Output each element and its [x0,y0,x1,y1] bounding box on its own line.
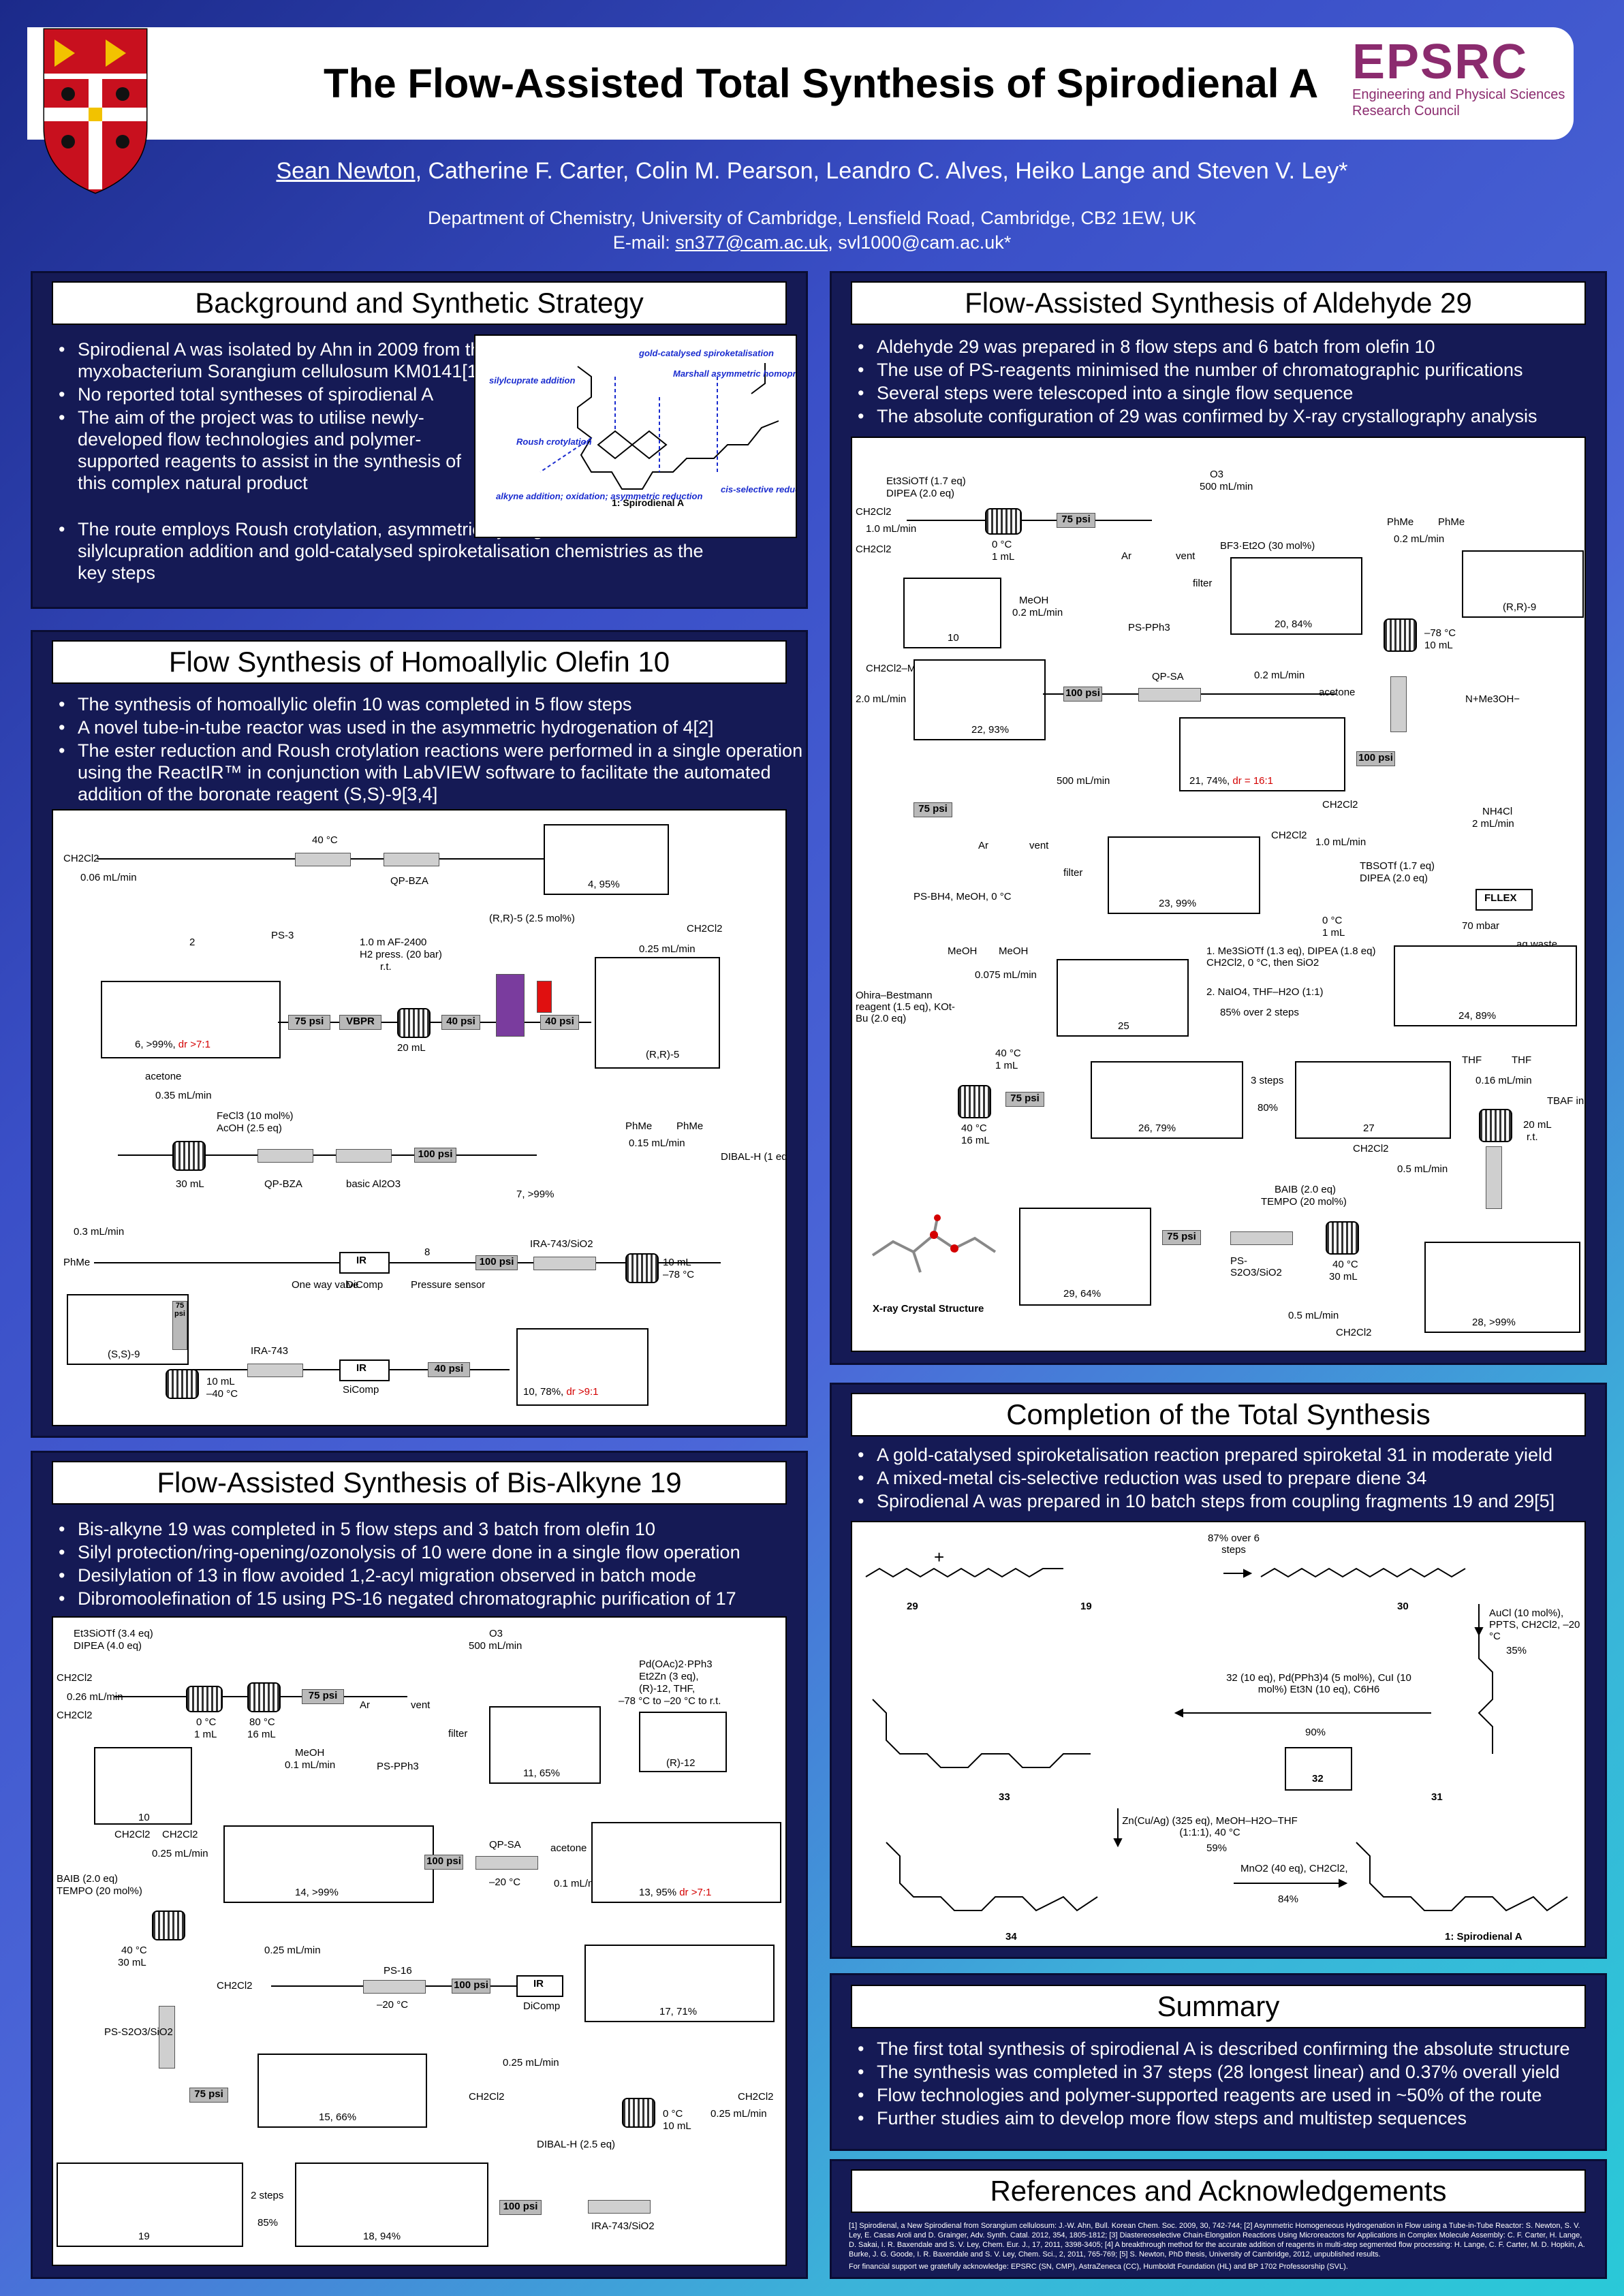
completion-structures-icon: + [865,1547,1568,1912]
vbpr: VBPR [339,1015,381,1030]
email-line: E-mail: sn377@cam.ac.uk, svl1000@cam.ac.… [612,232,1012,253]
summary-heading: Summary [851,1985,1586,2028]
aldehyde-panel: Flow-Assisted Synthesis of Aldehyde 29 A… [830,271,1607,1365]
compound-4-box [544,824,669,895]
compound-14-box [223,1825,434,1903]
compound-32-box [1285,1747,1352,1791]
compound-29-box [1019,1208,1151,1306]
tube-in-tube-reactor [496,974,525,1037]
compound-18-box [295,2163,488,2247]
compound-20-box [1230,557,1362,635]
email-2: , svl1000@cam.ac.uk* [828,232,1012,253]
r12-box [639,1712,727,1772]
svg-text:cis-selective reduction: cis-selective reduction [721,484,796,494]
aldehyde-flow-scheme: Et3SiOTf (1.7 eq) DIPEA (2.0 eq) O3 500 … [851,437,1586,1352]
svg-text:alkyne addition; oxidation; as: alkyne addition; oxidation; asymmetric r… [496,491,702,501]
solvent-label: CH2Cl2 [63,853,99,864]
compound-10-box [516,1328,649,1406]
compound-10-box-2 [903,578,1001,648]
coil-20ml [397,1008,431,1038]
compound-6-box [101,981,281,1058]
olefin-panel: Flow Synthesis of Homoallylic Olefin 10 … [31,630,808,1438]
compound-13-box [591,1822,781,1903]
olefin-bullets: The synthesis of homoallylic olefin 10 w… [53,693,807,806]
compound-26-box [1091,1061,1243,1139]
qp-bza-column [384,853,439,866]
xray-crystal-icon [871,1214,997,1273]
ir-dicomp [339,1252,390,1274]
summary-bullets: The first total synthesis of spirodienal… [852,2038,1606,2130]
compound-10-box [94,1747,192,1825]
poster-title: The Flow-Assisted Total Synthesis of Spi… [324,61,1319,106]
ir-sicomp [339,1359,390,1381]
background-heading: Background and Synthetic Strategy [52,281,787,325]
bpr-75psi: 75 psi [288,1015,330,1030]
compound-24-box [1394,945,1577,1026]
affiliation: Department of Chemistry, University of C… [0,206,1624,255]
svg-text:silylcuprate addition: silylcuprate addition [489,375,575,386]
summary-panel: Summary The first total synthesis of spi… [830,1973,1607,2151]
compound-19-box [57,2163,243,2247]
spirodienal-structure-icon: silylcuprate addition gold-catalysed spi… [489,348,796,508]
svg-text:gold-catalysed spiroketalisati: gold-catalysed spiroketalisation [638,348,774,358]
bisalkyne-bullets: Bis-alkyne 19 was completed in 5 flow st… [53,1518,807,1611]
xray-structure-box [866,1191,1016,1300]
completion-bullets: A gold-catalysed spiroketalisation react… [852,1444,1606,1513]
header-bar [27,27,1574,140]
compound-27-box [1295,1061,1451,1139]
spirodienal-retrosynthesis-scheme: silylcuprate addition gold-catalysed spi… [474,334,797,538]
aldehyde-bullets: Aldehyde 29 was prepared in 8 flow steps… [852,336,1606,428]
department: Department of Chemistry, University of C… [428,208,1196,228]
bisalkyne-flow-scheme: Et3SiOTf (3.4 eq) DIPEA (4.0 eq) O3 500 … [52,1616,787,2266]
compound-15-box [257,2054,427,2128]
olefin-flow-scheme: CH2Cl2 0.06 mL/min 40 °C QP-BZA PS-3 2 4… [52,809,787,1426]
h2-cylinder [537,981,552,1013]
coil-30ml [172,1141,206,1171]
bisalkyne-heading: Flow-Assisted Synthesis of Bis-Alkyne 19 [52,1461,787,1505]
ir-dicomp-2 [516,1975,563,1997]
email-link-1[interactable]: sn377@cam.ac.uk [675,232,828,253]
rr9-box [1462,550,1584,618]
compound-28-box [1424,1242,1580,1333]
acknowledgements: For financial support we gratefully ackn… [849,2263,1348,2271]
compound-17-box [584,1945,775,2022]
author-list: Sean Newton, Catherine F. Carter, Colin … [0,158,1624,185]
compound-25-box [1057,959,1189,1037]
olefin-heading: Flow Synthesis of Homoallylic Olefin 10 [52,640,787,684]
svg-text:+: + [934,1547,944,1567]
background-panel: Background and Synthetic Strategy Spirod… [31,271,808,609]
references-text: [1] Spirodienal, a New Spirodienal from … [849,2222,1585,2259]
column-1 [295,853,351,866]
compound-21-box [1179,717,1345,791]
completion-scheme: + 87% over 6 steps 29 19 30 AuCl (10 mol… [851,1521,1586,1947]
coauthors: , Catherine F. Carter, Colin M. Pearson,… [415,158,1348,184]
background-bullets: Spirodienal A was isolated by Ahn in 200… [53,339,493,495]
cambridge-crest-icon [43,28,148,194]
svg-text:Marshall asymmetric homopropar: Marshall asymmetric homopropargylation [673,368,796,379]
references-panel: References and Acknowledgements [1] Spir… [830,2159,1607,2279]
completion-panel: Completion of the Total Synthesis A gold… [830,1383,1607,1959]
compound-11-box [489,1706,601,1784]
fllex-unit [1475,889,1533,911]
catalyst-box [595,957,720,1069]
svg-text:Roush crotylation: Roush crotylation [516,437,592,447]
bisalkyne-panel: Flow-Assisted Synthesis of Bis-Alkyne 19… [31,1451,808,2279]
lead-author[interactable]: Sean Newton [276,158,416,184]
references-heading: References and Acknowledgements [851,2169,1586,2213]
completion-heading: Completion of the Total Synthesis [851,1393,1586,1436]
boronate-box [67,1294,189,1365]
epsrc-logo: EPSRC Engineering and Physical Sciences … [1352,35,1565,119]
aldehyde-heading: Flow-Assisted Synthesis of Aldehyde 29 [851,281,1586,325]
svg-text:1: Spirodienal A: 1: Spirodienal A [612,497,684,508]
compound-23-box [1108,836,1260,914]
compound-22-box [914,659,1046,740]
